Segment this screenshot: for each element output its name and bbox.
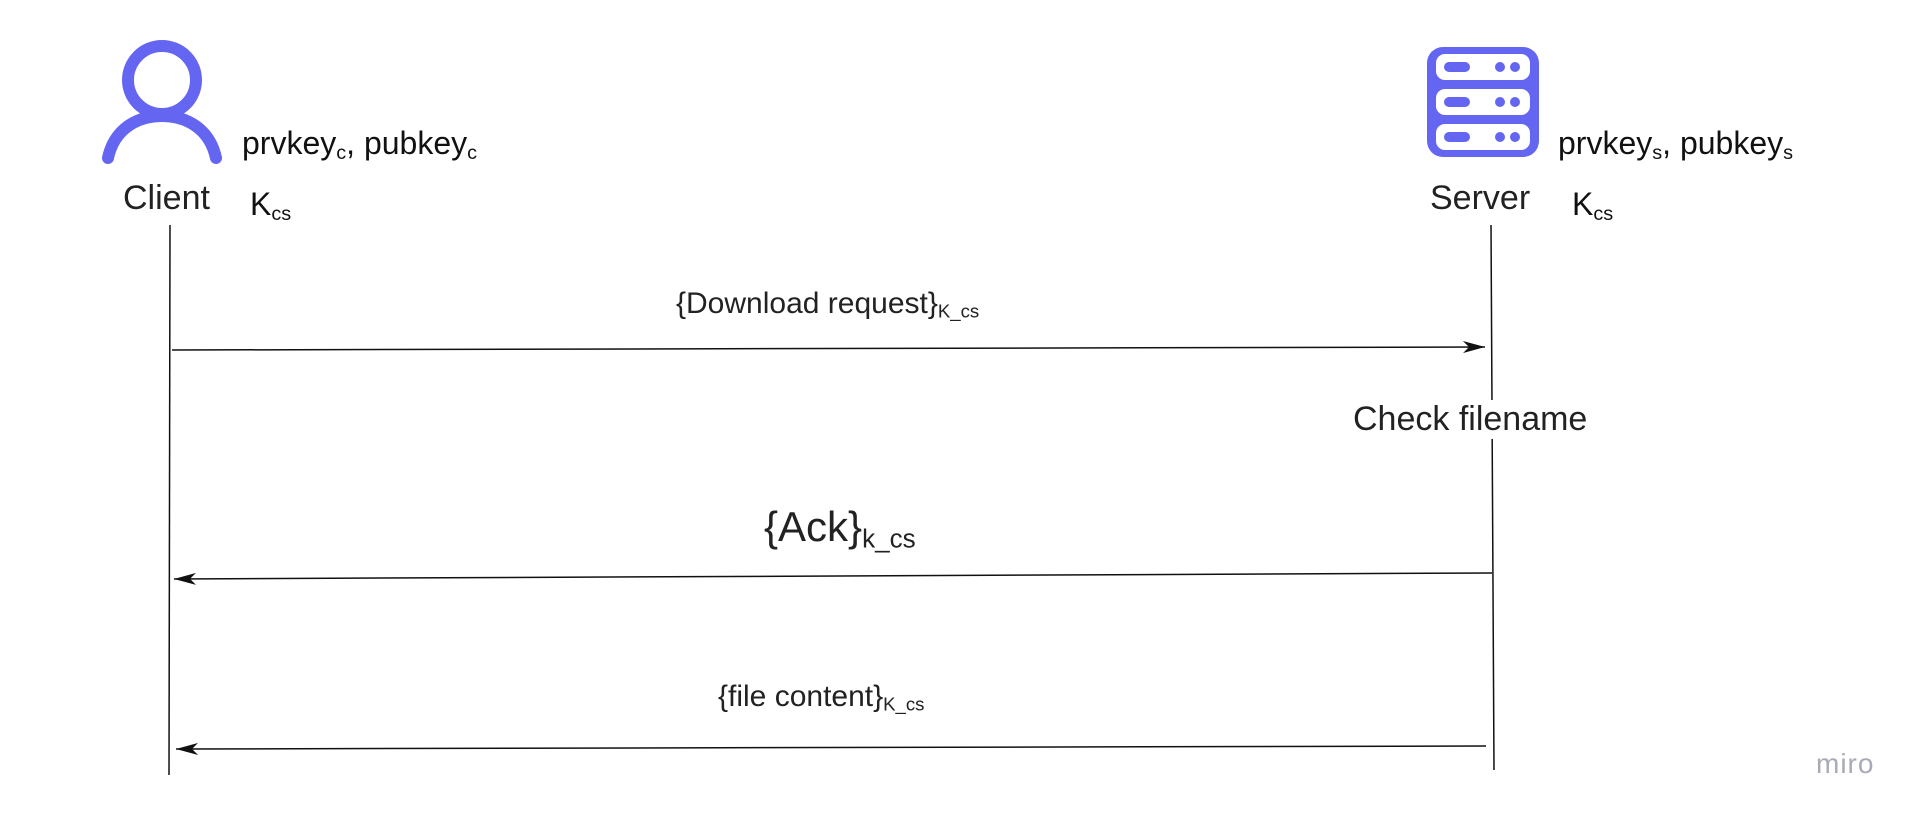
user-icon — [102, 40, 222, 164]
server-session-key-label: Kcs — [1572, 186, 1614, 225]
client-label: Client — [123, 179, 210, 217]
client-actor — [100, 40, 224, 171]
server-keypair-label: prvkeys, pubkeys — [1558, 125, 1794, 164]
miro-watermark: miro — [1816, 748, 1875, 779]
server-icon — [1427, 47, 1539, 157]
ack-label: {Ack}k_cs — [764, 503, 916, 554]
download-request-arrow — [171, 341, 1486, 354]
client-lifeline — [168, 224, 171, 776]
ack-arrow — [173, 572, 1493, 585]
server-lifeline — [1490, 224, 1495, 771]
file-content-arrow — [175, 742, 1487, 755]
download-request-label: {Download request}K_cs — [676, 287, 980, 322]
client-keypair-label: prvkeyc, pubkeyc — [242, 125, 478, 164]
file-content-label: {file content}K_cs — [718, 680, 925, 715]
server-label: Server — [1430, 179, 1531, 217]
server-actor — [1422, 42, 1544, 167]
client-session-key-label: Kcs — [250, 186, 292, 225]
check-filename-note: Check filename — [1349, 400, 1592, 439]
